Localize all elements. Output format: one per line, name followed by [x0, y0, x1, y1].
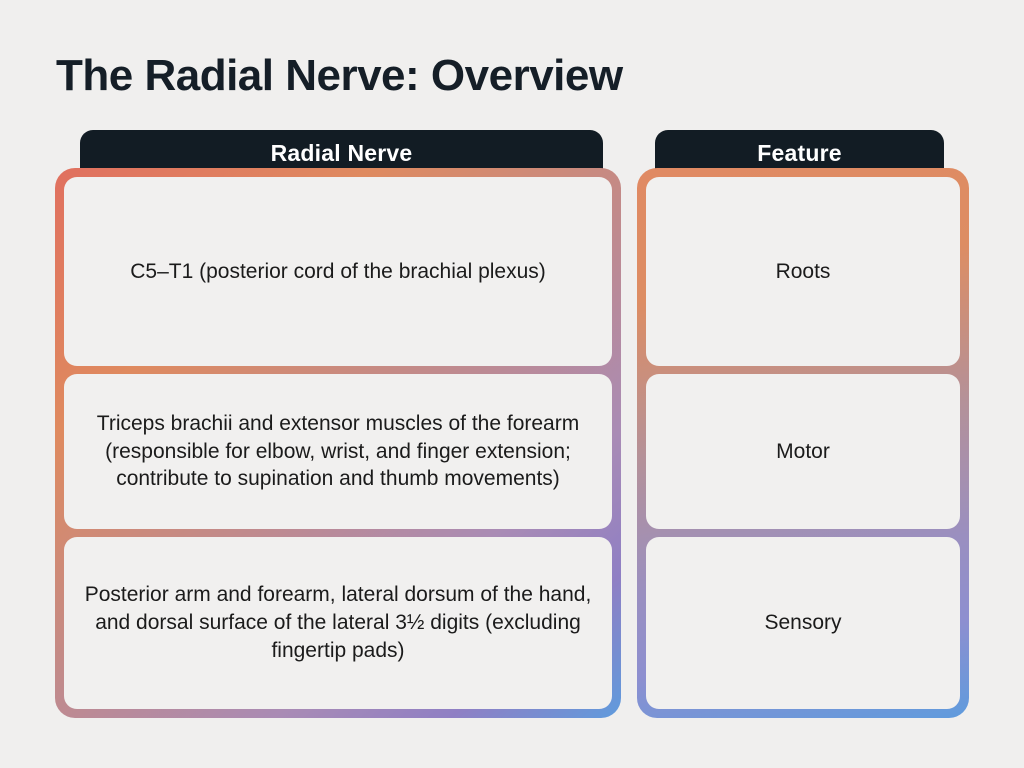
table-cell-roots-description: C5–T1 (posterior cord of the brachial pl… — [64, 177, 612, 366]
column-header-label: Radial Nerve — [270, 139, 413, 166]
cell-text: Triceps brachii and extensor muscles of … — [96, 411, 580, 491]
card-radial-nerve: C5–T1 (posterior cord of the brachial pl… — [55, 168, 621, 718]
cell-text: C5–T1 (posterior cord of the brachial pl… — [130, 259, 546, 283]
table-cell-feature-motor: Motor — [646, 374, 960, 529]
table-cell-motor-description: Triceps brachii and extensor muscles of … — [64, 374, 612, 529]
cell-text: Posterior arm and forearm, lateral dorsu… — [84, 583, 592, 662]
table-cell-feature-sensory: Sensory — [646, 537, 960, 709]
comparison-table: Radial Nerve C5–T1 (posterior cord of th… — [0, 130, 1024, 730]
column-header-label: Feature — [757, 139, 842, 166]
table-cell-feature-roots: Roots — [646, 177, 960, 366]
card-feature: Roots Motor Sensory — [637, 168, 969, 718]
cell-text: Motor — [776, 439, 830, 463]
page-title: The Radial Nerve: Overview — [56, 51, 623, 100]
cell-text: Roots — [775, 259, 831, 283]
table-cell-sensory-description: Posterior arm and forearm, lateral dorsu… — [64, 537, 612, 709]
cell-text: Sensory — [764, 611, 842, 635]
